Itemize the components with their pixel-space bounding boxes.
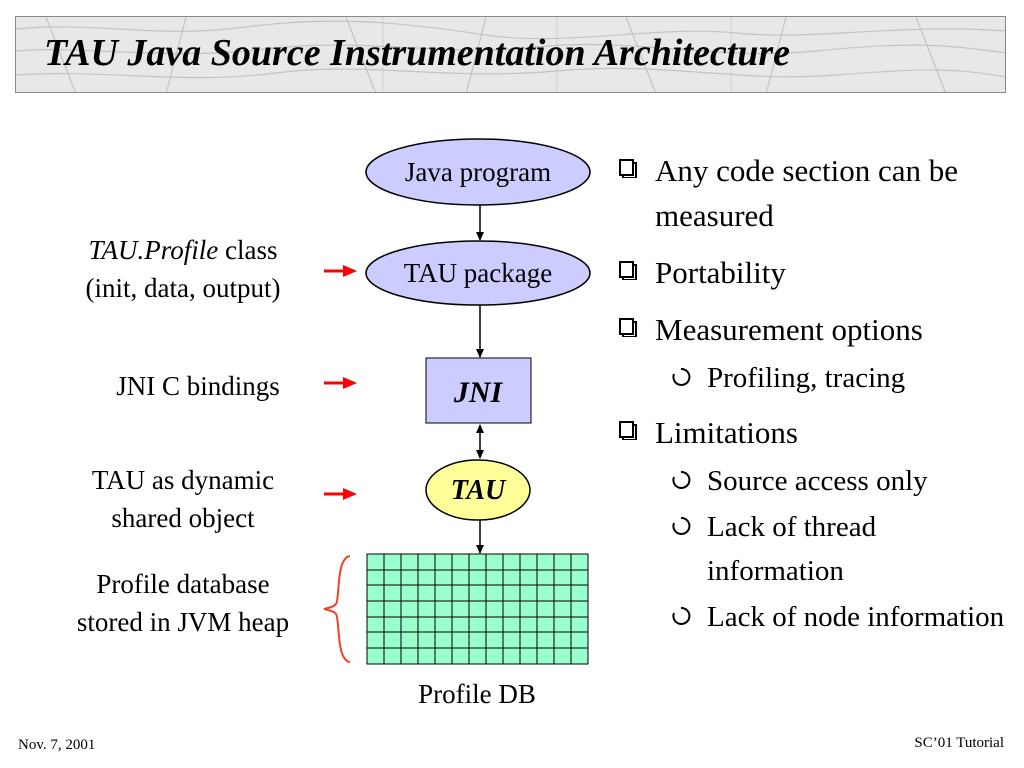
subbullet-lack-thread-text: Lack of thread information xyxy=(707,511,877,587)
red-arrow-tau-profile xyxy=(324,265,357,277)
square-bullet-icon xyxy=(619,159,637,178)
circle-bullet-icon xyxy=(672,367,691,386)
profile-db-line2: stored in JVM heap xyxy=(76,607,290,637)
footer-event: SC’01 Tutorial xyxy=(914,735,1004,751)
subbullet-source-access-text: Source access only xyxy=(707,465,928,497)
tau-package-label: TAU package xyxy=(404,258,553,288)
profile-db-grid xyxy=(366,553,589,665)
slide-title: TAU Java Source Instrumentation Architec… xyxy=(44,32,791,74)
tau-profile-rest: class xyxy=(218,235,278,265)
tau-profile-line2: (init, data, output) xyxy=(85,273,281,303)
bullet-any-code-text: Any code section can be measured xyxy=(655,153,958,233)
tau-dynamic-line2: shared object xyxy=(111,503,255,533)
square-bullet-icon xyxy=(619,261,637,280)
profile-db-desc: Profile database stored in JVM heap xyxy=(28,565,338,641)
tau-package-node xyxy=(365,240,591,306)
tau-profile-label: TAU.Profile class (init, data, output) xyxy=(28,231,338,307)
marble-background xyxy=(16,17,1005,92)
jni-label: JNI xyxy=(453,376,504,409)
bullet-measurement: Measurement options xyxy=(612,307,1012,352)
bullet-limitations: Limitations xyxy=(612,410,1012,455)
bullet-portability: Portability xyxy=(612,250,1012,295)
circle-bullet-icon xyxy=(672,516,691,535)
bullet-measurement-text: Measurement options xyxy=(655,312,923,347)
profile-db-label: Profile DB xyxy=(418,679,536,709)
java-program-node xyxy=(365,138,591,206)
square-bullet-icon xyxy=(619,318,637,337)
footer-date: Nov. 7, 2001 xyxy=(18,737,96,753)
square-bullet-icon xyxy=(619,421,637,440)
subbullet-source-access: Source access only xyxy=(612,459,1012,503)
subbullet-profiling-text: Profiling, tracing xyxy=(707,362,906,394)
java-program-label: Java program xyxy=(405,157,551,187)
subbullet-profiling: Profiling, tracing xyxy=(612,356,1012,400)
tau-profile-italic: TAU.Profile xyxy=(88,235,219,265)
profile-db-line1: Profile database xyxy=(96,569,270,599)
curly-brace xyxy=(323,555,351,663)
tau-label: TAU xyxy=(451,475,507,506)
tau-dynamic-label: TAU as dynamic shared object xyxy=(28,461,338,537)
bullet-portability-text: Portability xyxy=(655,255,786,290)
circle-bullet-icon xyxy=(672,606,691,625)
bullet-any-code: Any code section can be measured xyxy=(612,148,1012,238)
jni-bindings-label: JNI C bindings xyxy=(116,371,280,401)
red-arrow-tau-dynamic xyxy=(324,488,357,500)
circle-bullet-icon xyxy=(672,470,691,489)
subbullet-lack-node-text: Lack of node information xyxy=(707,601,1005,633)
red-arrow-jni-bindings xyxy=(324,377,357,389)
bullet-list: Any code section can be measured Portabi… xyxy=(612,148,1012,649)
tau-node xyxy=(425,459,531,521)
subbullet-lack-node: Lack of node information xyxy=(612,595,1012,639)
jni-box xyxy=(425,357,532,424)
bullet-limitations-text: Limitations xyxy=(655,415,798,450)
tau-dynamic-line1: TAU as dynamic xyxy=(91,465,275,495)
title-bar: TAU Java Source Instrumentation Architec… xyxy=(15,16,1006,93)
subbullet-lack-thread: Lack of thread information xyxy=(612,505,1012,593)
